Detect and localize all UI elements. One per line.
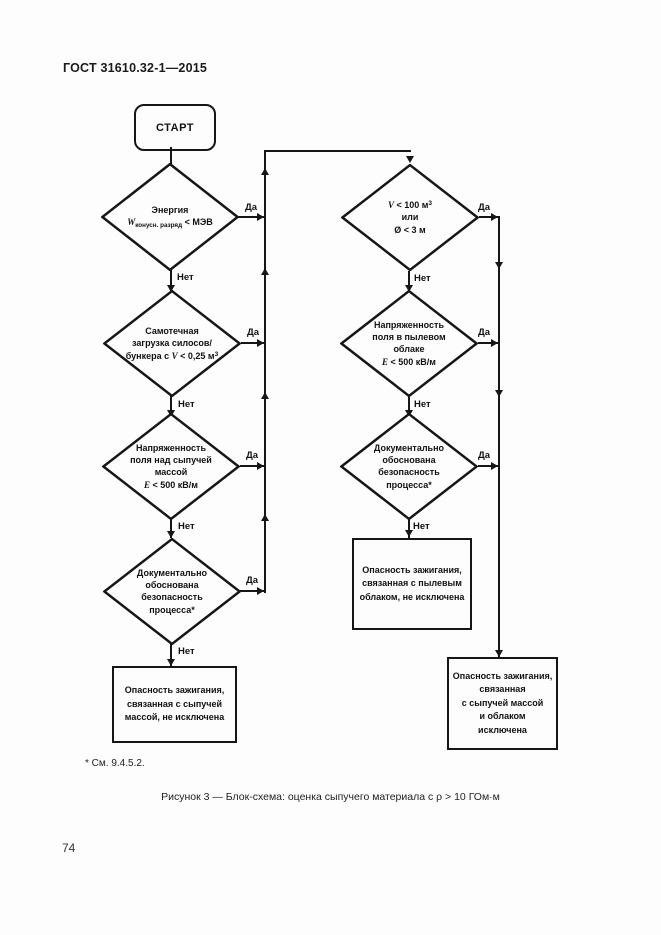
arrowhead-no-d4 [167,659,175,666]
arrowhead-bus-up-2 [261,268,269,275]
arrowhead-yes-d4 [257,587,264,595]
decision-text: Энергия Wконусн. разряд < МЭВ [127,204,213,229]
page-number: 74 [62,841,76,855]
result-text: Опасность зажигания, связанная с пылевым… [359,564,465,602]
label-yes-d4: Да [246,575,259,586]
diamond-shape [102,413,240,520]
label-yes-d7: Да [478,450,491,461]
connector-yes-d3 [240,465,264,467]
connector-no-d5 [408,271,410,292]
connector-no-d3 [170,517,172,538]
diamond-shape [103,538,241,645]
arrowhead-yes-d3 [257,462,264,470]
connector-top-link [264,150,411,152]
result-hazard-excluded: Опасность зажигания, связанная с сыпучей… [447,657,558,750]
diamond-shape [341,164,479,271]
label-no-d5: Нет [414,273,431,284]
arrowhead-yes-d7 [491,462,498,470]
start-node: СТАРТ [134,104,216,151]
document-header: ГОСТ 31610.32-1—2015 [63,61,208,75]
decision-text: Напряженность поля в пылевом облаке E < … [372,320,446,367]
arrowhead-no-d1 [167,285,175,292]
diamond-shape [103,290,241,397]
label-no-d3: Нет [178,521,195,532]
connector-yes-d4 [240,590,264,592]
arrowhead-yes-d1 [257,213,264,221]
arrowhead-into-r3 [495,650,503,657]
decision-text: Документально обоснована безопасность пр… [373,443,445,490]
decision-text: Напряженность поля над сыпучей массой E … [130,443,212,490]
label-yes-d6: Да [478,327,491,338]
decision-gravity-loading: Самотечная загрузка силосов/ бункера с V… [103,290,241,397]
decision-documented-safety-left: Документально обоснована безопасность пр… [103,538,241,645]
label-no-d1: Нет [177,272,194,283]
connector-no-d6 [408,396,410,417]
connector-yes-d1 [238,216,264,218]
result-text: Опасность зажигания, связанная с сыпучей… [124,685,225,723]
label-yes-d2: Да [247,327,260,338]
connector-yes-d7 [478,465,498,467]
figure-caption: Рисунок 3 — Блок-схема: оценка сыпучего … [161,791,500,803]
result-dust-cloud-hazard-not-excluded: Опасность зажигания, связанная с пылевым… [352,538,472,630]
result-text: Опасность зажигания, связанная с сыпучей… [452,670,553,735]
connector-no-d1 [170,270,172,292]
result-bulk-hazard-not-excluded: Опасность зажигания, связанная с сыпучей… [112,666,237,743]
decision-documented-safety-right: Документально обоснована безопасность пр… [340,413,478,520]
label-no-d7: Нет [413,521,430,532]
arrowhead-into-d5 [406,156,414,163]
arrowhead-bus-up-1 [261,168,269,175]
arrowhead-bus-down-1 [495,262,503,269]
decision-field-in-dust-cloud: Напряженность поля в пылевом облаке E < … [340,290,478,397]
label-yes-d1: Да [245,202,258,213]
arrowhead-yes-d2 [257,339,264,347]
label-yes-d5: Да [478,202,491,213]
decision-text: V < 100 м3 или Ø < 3 м [387,200,433,235]
label-no-d6: Нет [414,399,431,410]
arrowhead-bus-down-2 [495,390,503,397]
arrowhead-yes-d6 [491,339,498,347]
connector-no-d2 [170,396,172,417]
connector-yes-d5 [479,216,498,218]
footnote: * См. 9.4.5.2. [85,758,145,769]
start-label: СТАРТ [155,121,195,134]
connector-no-d4 [170,642,172,666]
arrowhead-no-d7 [405,530,413,537]
label-no-d2: Нет [178,399,195,410]
arrowhead-no-d3 [167,531,175,538]
diamond-shape [101,163,239,271]
diamond-shape [340,413,478,520]
connector-yes-d2 [241,342,264,344]
arrowhead-no-d5 [405,285,413,292]
decision-cone-discharge-energy: Энергия Wконусн. разряд < МЭВ [101,163,239,271]
decision-text: Документально обоснована безопасность пр… [136,568,208,615]
label-no-d4: Нет [178,646,195,657]
connector-yes-d6 [478,342,498,344]
arrowhead-yes-d5 [491,213,498,221]
decision-field-above-bulk: Напряженность поля над сыпучей массой E … [102,413,240,520]
diamond-shape [340,290,478,397]
connector-left-bus [264,150,266,593]
arrowhead-bus-up-3 [261,392,269,399]
connector-no-d7 [408,519,410,538]
label-yes-d3: Да [246,450,259,461]
arrowhead-bus-up-4 [261,514,269,521]
connector-right-bus [498,216,500,657]
connector-start-d1 [170,147,172,164]
decision-text: Самотечная загрузка силосов/ бункера с V… [125,326,219,361]
decision-volume-or-diameter: V < 100 м3 или Ø < 3 м [341,164,479,271]
